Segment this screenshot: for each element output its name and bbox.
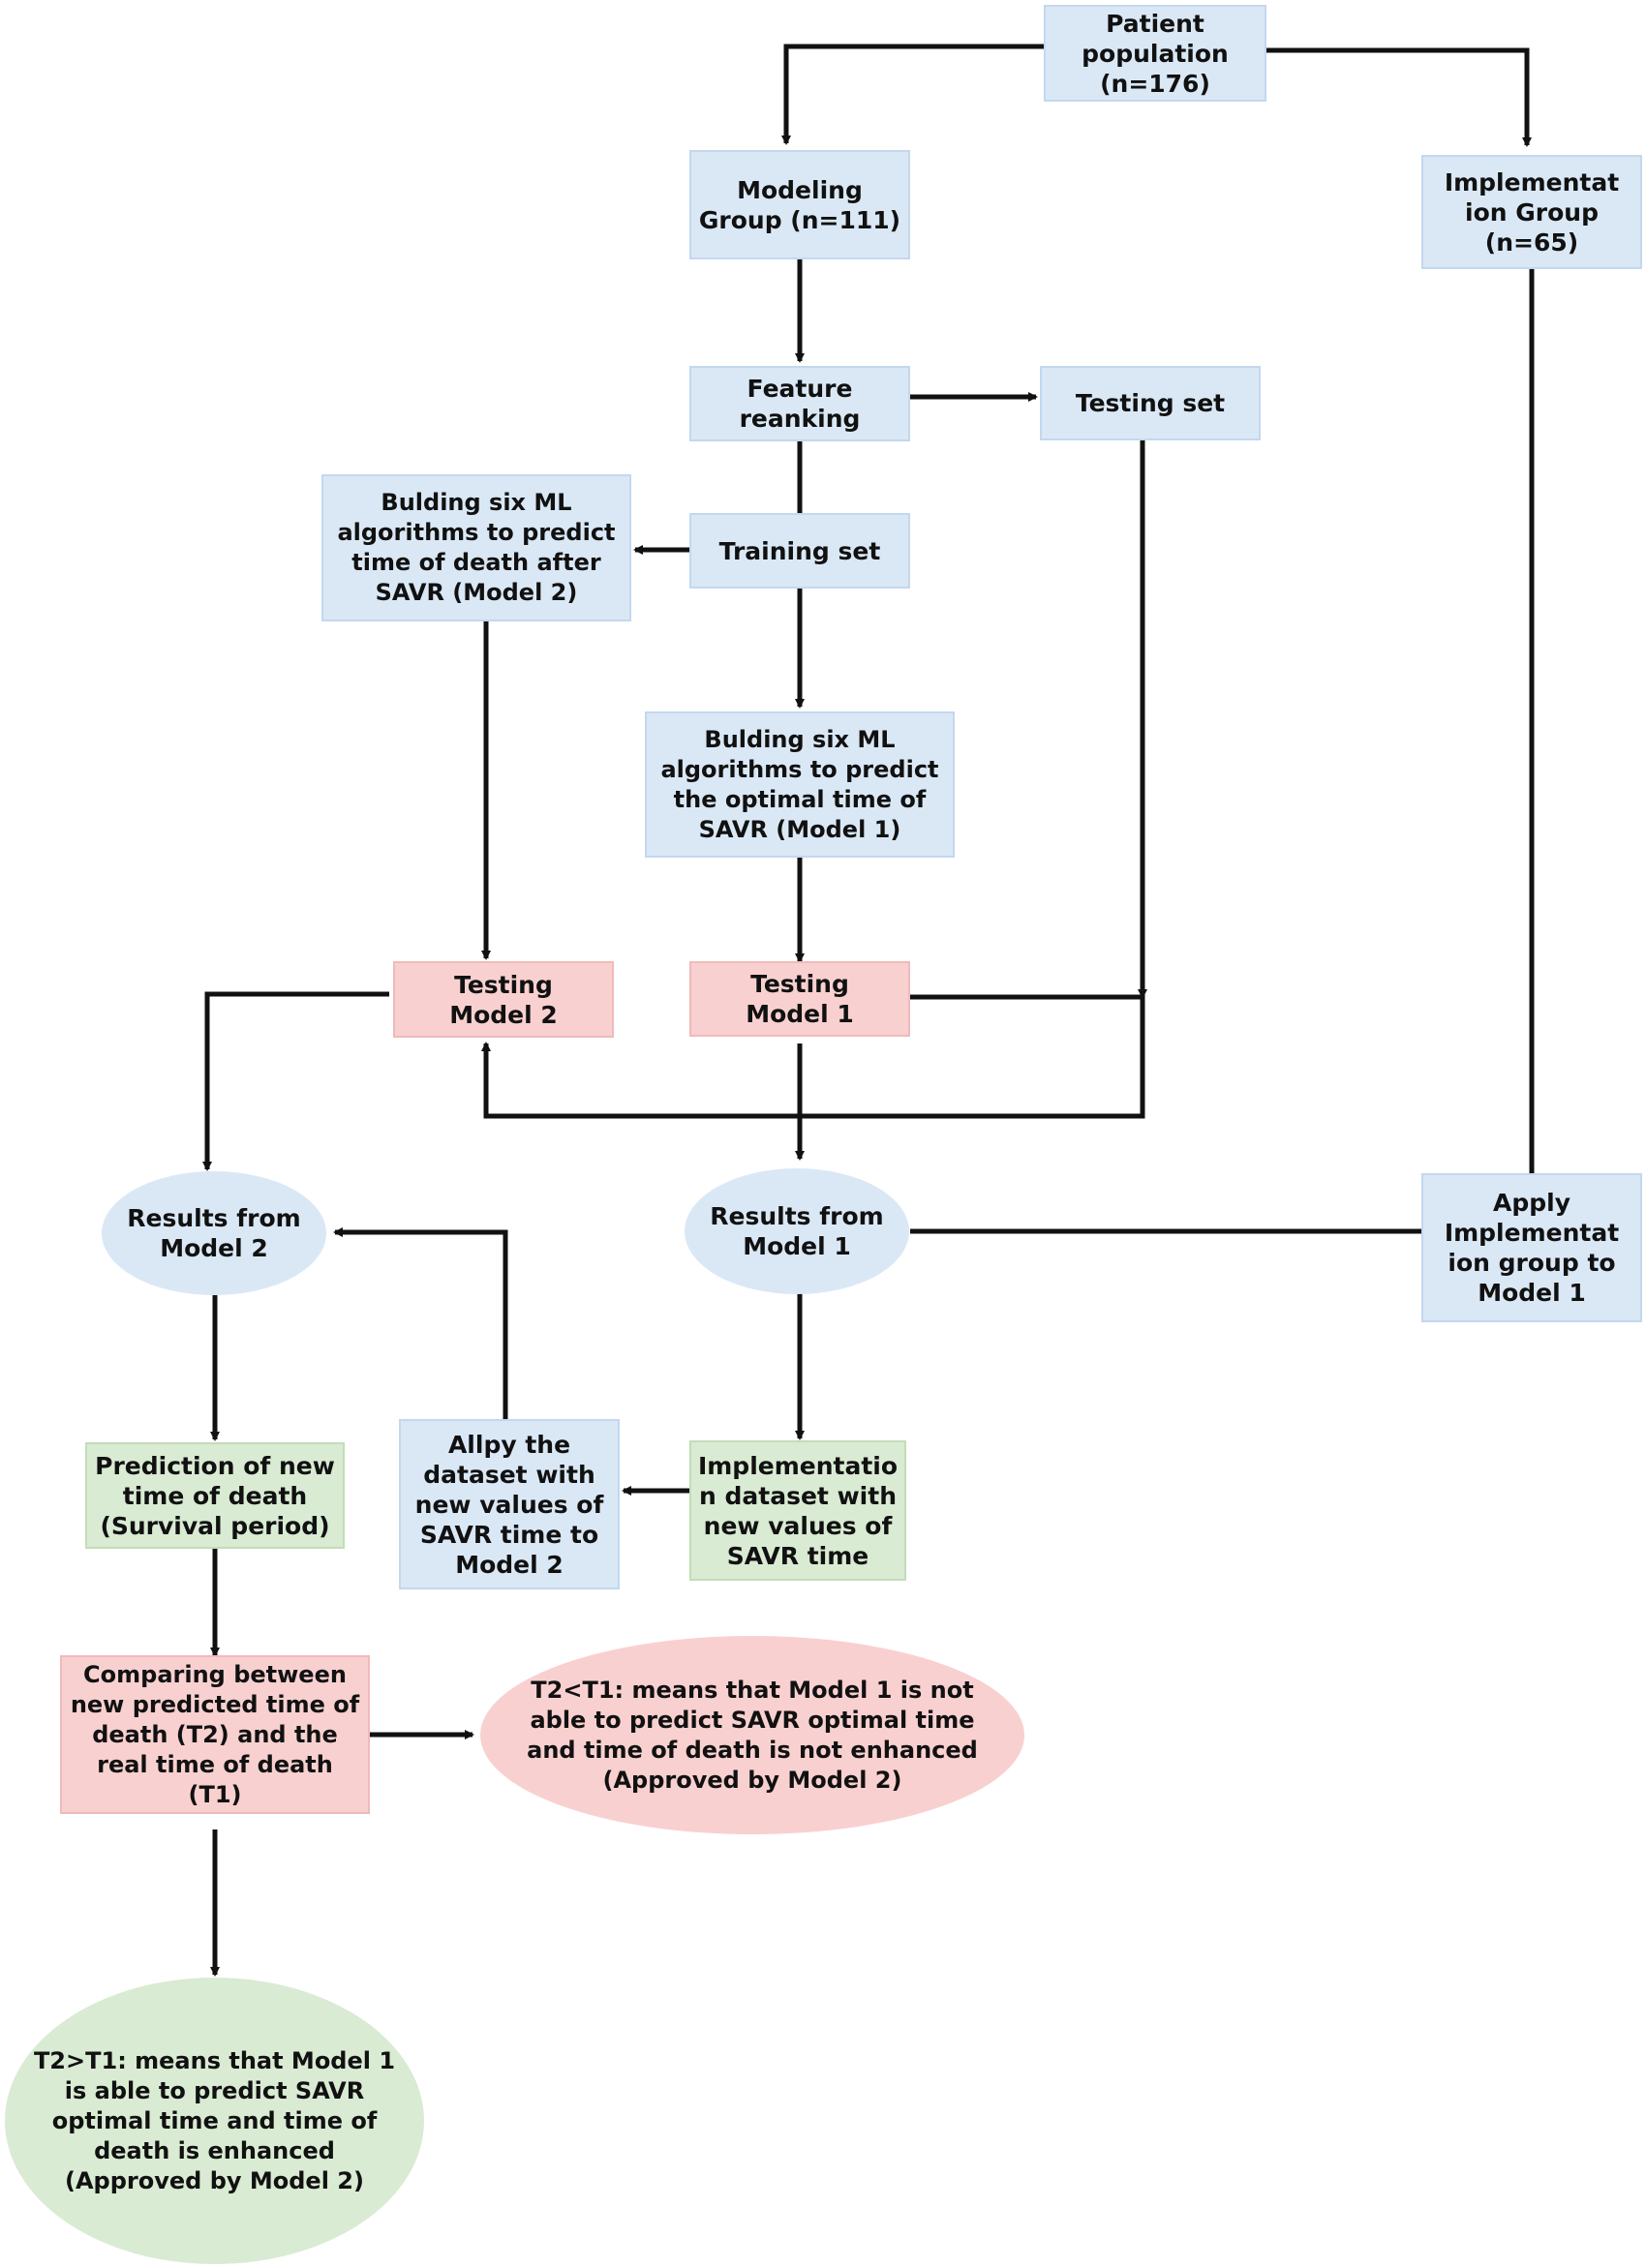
node-testing-model-2: Testing Model 2 — [393, 961, 614, 1038]
node-label: Implementatio n dataset with new values … — [697, 1451, 899, 1570]
node-building-model-2: Bulding six ML algorithms to predict tim… — [321, 474, 631, 621]
node-label: Bulding six ML algorithms to predict tim… — [337, 489, 616, 606]
node-label: Apply Implementat ion group to Model 1 — [1444, 1189, 1620, 1307]
node-label: Allpy the dataset with new values of SAV… — [414, 1430, 604, 1579]
arrow-population-to-implementation — [1266, 47, 1532, 147]
arrow-population-to-modeling — [781, 44, 1044, 145]
node-results-model-1: Results from Model 1 — [685, 1168, 909, 1294]
node-label: Results from Model 1 — [710, 1202, 884, 1260]
node-label: Testing Model 1 — [746, 970, 854, 1028]
arrow-testing2-to-results2 — [202, 991, 389, 1171]
node-testing-model-1: Testing Model 1 — [689, 961, 910, 1037]
node-label: Comparing between new predicted time of … — [70, 1660, 360, 1808]
node-outcome-enhanced: T2>T1: means that Model 1 is able to pre… — [5, 1978, 424, 2264]
node-training-set: Training set — [689, 513, 910, 589]
node-label: Prediction of new time of death (Surviva… — [95, 1451, 335, 1540]
node-label: Testing set — [1075, 389, 1226, 417]
arrow-apply2-to-results2 — [333, 1227, 508, 1419]
node-prediction-new-time: Prediction of new time of death (Surviva… — [85, 1442, 345, 1549]
node-building-model-1: Bulding six ML algorithms to predict the… — [645, 711, 955, 858]
node-apply-dataset-model-2: Allpy the dataset with new values of SAV… — [399, 1419, 620, 1589]
node-modeling-group: Modeling Group (n=111) — [689, 150, 910, 259]
node-feature-reanking: Feature reanking — [689, 366, 910, 441]
node-label: Patient population (n=176) — [1082, 9, 1229, 98]
node-label: T2<T1: means that Model 1 is not able to… — [527, 1676, 978, 1794]
node-label: Implementat ion Group (n=65) — [1444, 167, 1620, 257]
node-testing-set: Testing set — [1040, 366, 1261, 440]
node-apply-implementation-group: Apply Implementat ion group to Model 1 — [1421, 1173, 1642, 1322]
node-outcome-not-enhanced: T2<T1: means that Model 1 is not able to… — [480, 1636, 1024, 1834]
node-label: Feature reanking — [739, 375, 861, 433]
node-implementation-group: Implementat ion Group (n=65) — [1421, 155, 1642, 269]
node-label: Testing Model 2 — [449, 970, 558, 1029]
node-label: Bulding six ML algorithms to predict the… — [660, 725, 939, 843]
node-label: Results from Model 2 — [127, 1204, 301, 1262]
node-comparing: Comparing between new predicted time of … — [60, 1655, 370, 1814]
node-results-model-2: Results from Model 2 — [102, 1171, 326, 1295]
node-label: T2>T1: means that Model 1 is able to pre… — [33, 2046, 396, 2194]
arrow-loop-to-testing2 — [481, 997, 1145, 1119]
node-patient-population: Patient population (n=176) — [1044, 5, 1266, 102]
node-label: Modeling Group (n=111) — [698, 175, 901, 234]
node-implementation-dataset: Implementatio n dataset with new values … — [689, 1440, 906, 1581]
node-label: Training set — [718, 536, 881, 565]
